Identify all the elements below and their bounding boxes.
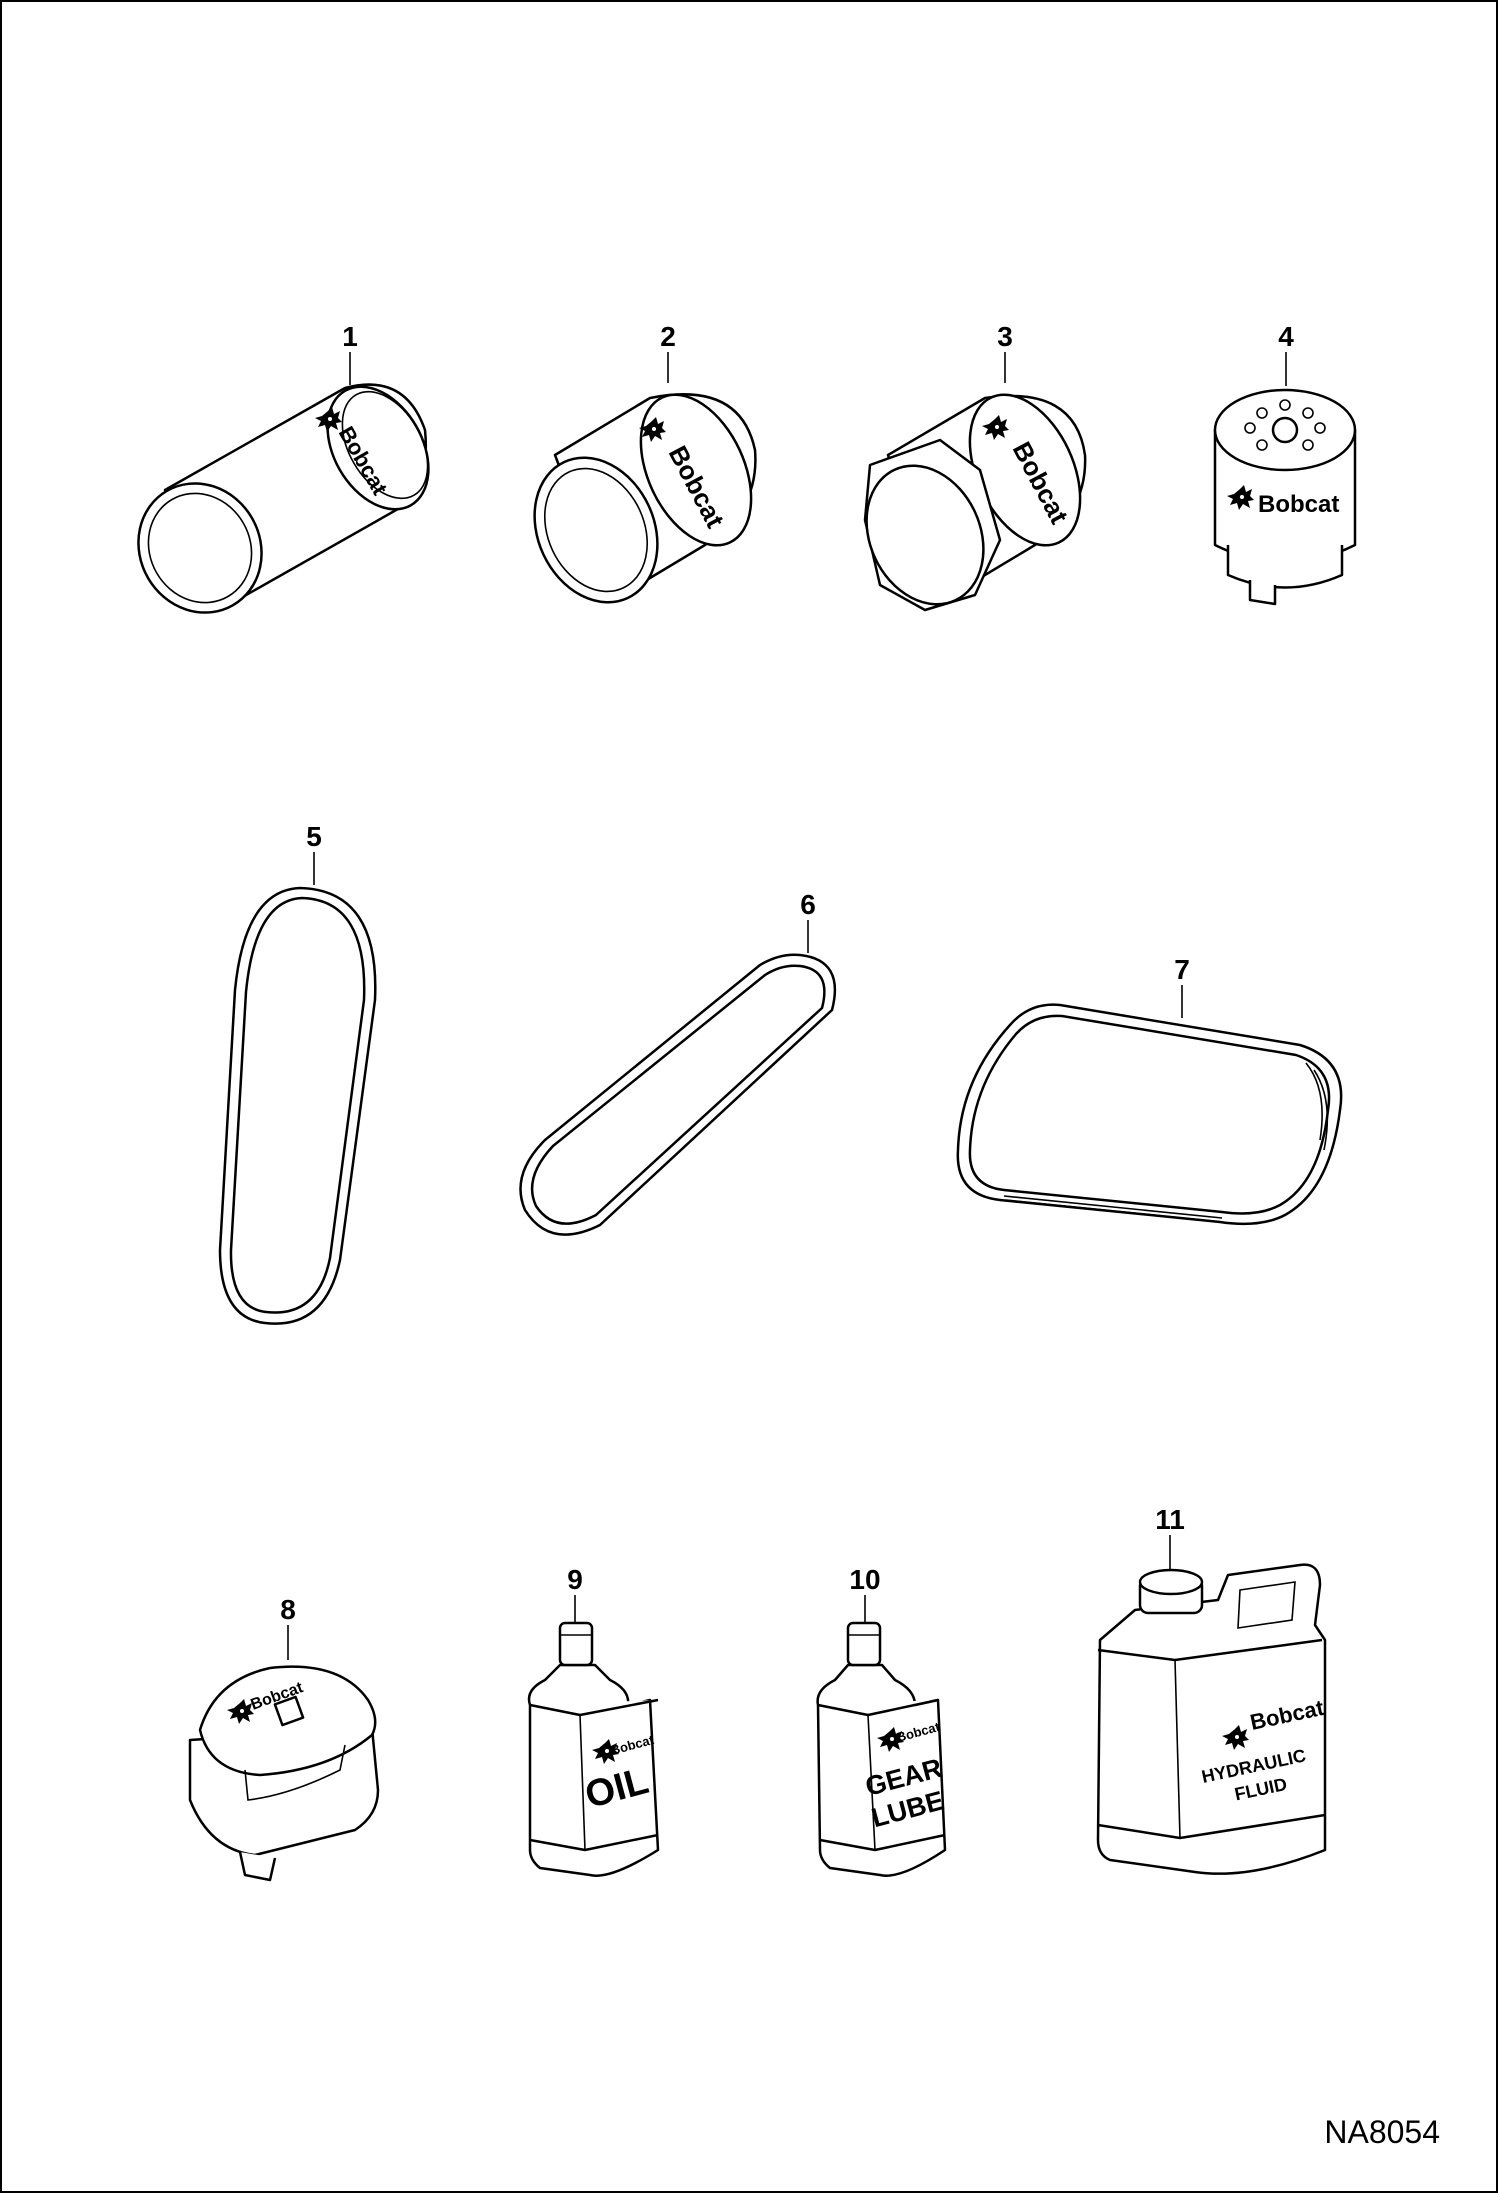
callout-11: 11 <box>1155 1504 1185 1535</box>
callout-1: 1 <box>342 321 358 352</box>
part-6-belt: 6 <box>519 889 837 1236</box>
part-11-hydraulic-fluid-jug: 11 Bobcat HYDRAULIC FLUID <box>1096 1504 1327 1875</box>
part-5-belt: 5 <box>218 821 377 1325</box>
callout-8: 8 <box>280 1594 296 1625</box>
part-4-fuel-filter: 4 Bobcat <box>1213 321 1357 606</box>
drawing-id: NA8054 <box>1324 2114 1440 2150</box>
callout-10: 10 <box>849 1564 880 1595</box>
callout-5: 5 <box>306 821 322 852</box>
part-10-gear-lube-bottle: 10 Bobcat GEAR LUBE <box>816 1564 947 1877</box>
callout-4: 4 <box>1278 321 1294 352</box>
callout-2: 2 <box>660 321 676 352</box>
callout-3: 3 <box>997 321 1013 352</box>
part-8-breather-cap: 8 Bobcat <box>188 1594 380 1882</box>
callout-9: 9 <box>567 1564 583 1595</box>
part-3-oil-filter: 3 Bobcat <box>863 321 1087 612</box>
callout-7: 7 <box>1174 954 1190 985</box>
part-9-oil-bottle: 9 Bobcat OIL <box>527 1564 660 1877</box>
part-1-oil-filter: 1 Bobcat <box>137 321 430 614</box>
part-2-oil-filter: 2 Bobcat <box>533 321 757 604</box>
part-7-belt: 7 <box>956 954 1343 1226</box>
callout-6: 6 <box>800 889 816 920</box>
part-4-brand: Bobcat <box>1258 491 1339 518</box>
